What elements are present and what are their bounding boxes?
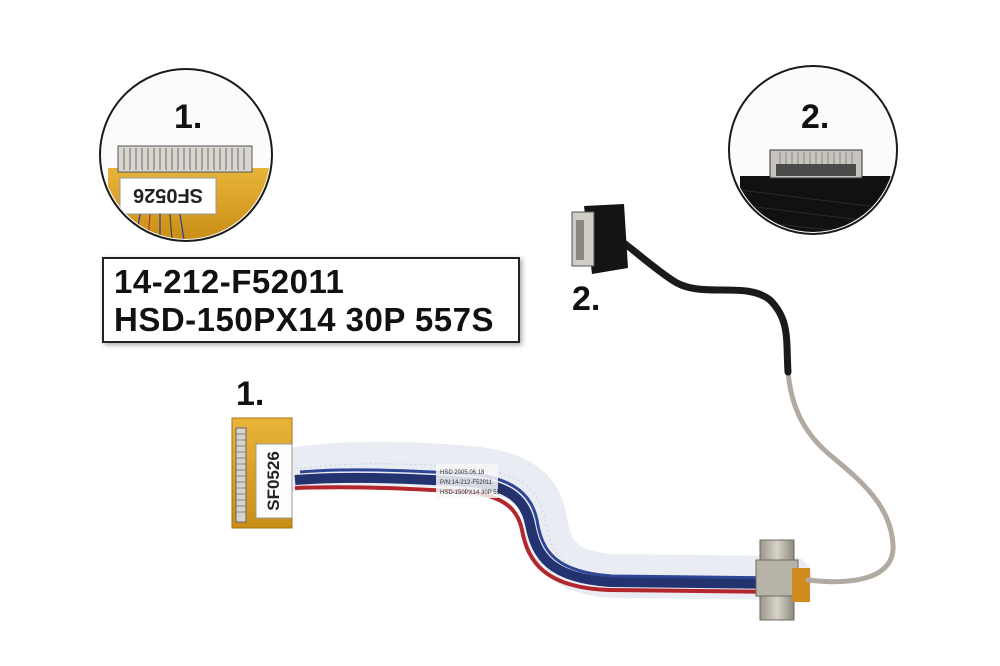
cable-label-line-1: HSD 2005.06.18 — [440, 470, 485, 476]
cable-label-line-2: P/N:14-212-F52011 — [440, 480, 493, 486]
cable-printed-label: HSD 2005.06.18 P/N:14-212-F52011 HSD-150… — [436, 464, 507, 498]
metal-clamp — [755, 539, 810, 621]
connector-2 — [571, 204, 628, 274]
connector1-sticker: SF0526 — [264, 451, 283, 511]
callout-1-label: 1. — [236, 375, 264, 413]
thin-grey-cable — [785, 367, 896, 585]
flex-cable — [268, 441, 812, 600]
callout-2-zoom-label: 2. — [801, 98, 829, 136]
callout-2-label: 2. — [572, 280, 600, 318]
part-number-line-2: HSD-150PX14 30P 557S — [114, 301, 494, 338]
zoom-circle-connector-2 — [728, 65, 898, 235]
cable-label-line-3: HSD-150PX14 30P 557S — [440, 490, 507, 496]
connector1-sticker-zoom: SF0526 — [133, 184, 203, 206]
connector-1: SF0526 — [231, 417, 293, 529]
black-cable — [616, 236, 792, 376]
zoom-circle-connector-1: SF0526 — [99, 68, 273, 242]
part-number-line-1: 14-212-F52011 — [114, 263, 345, 300]
callout-1-zoom-label: 1. — [174, 98, 202, 136]
part-number-label: 14-212-F52011 HSD-150PX14 30P 557S — [102, 257, 520, 343]
